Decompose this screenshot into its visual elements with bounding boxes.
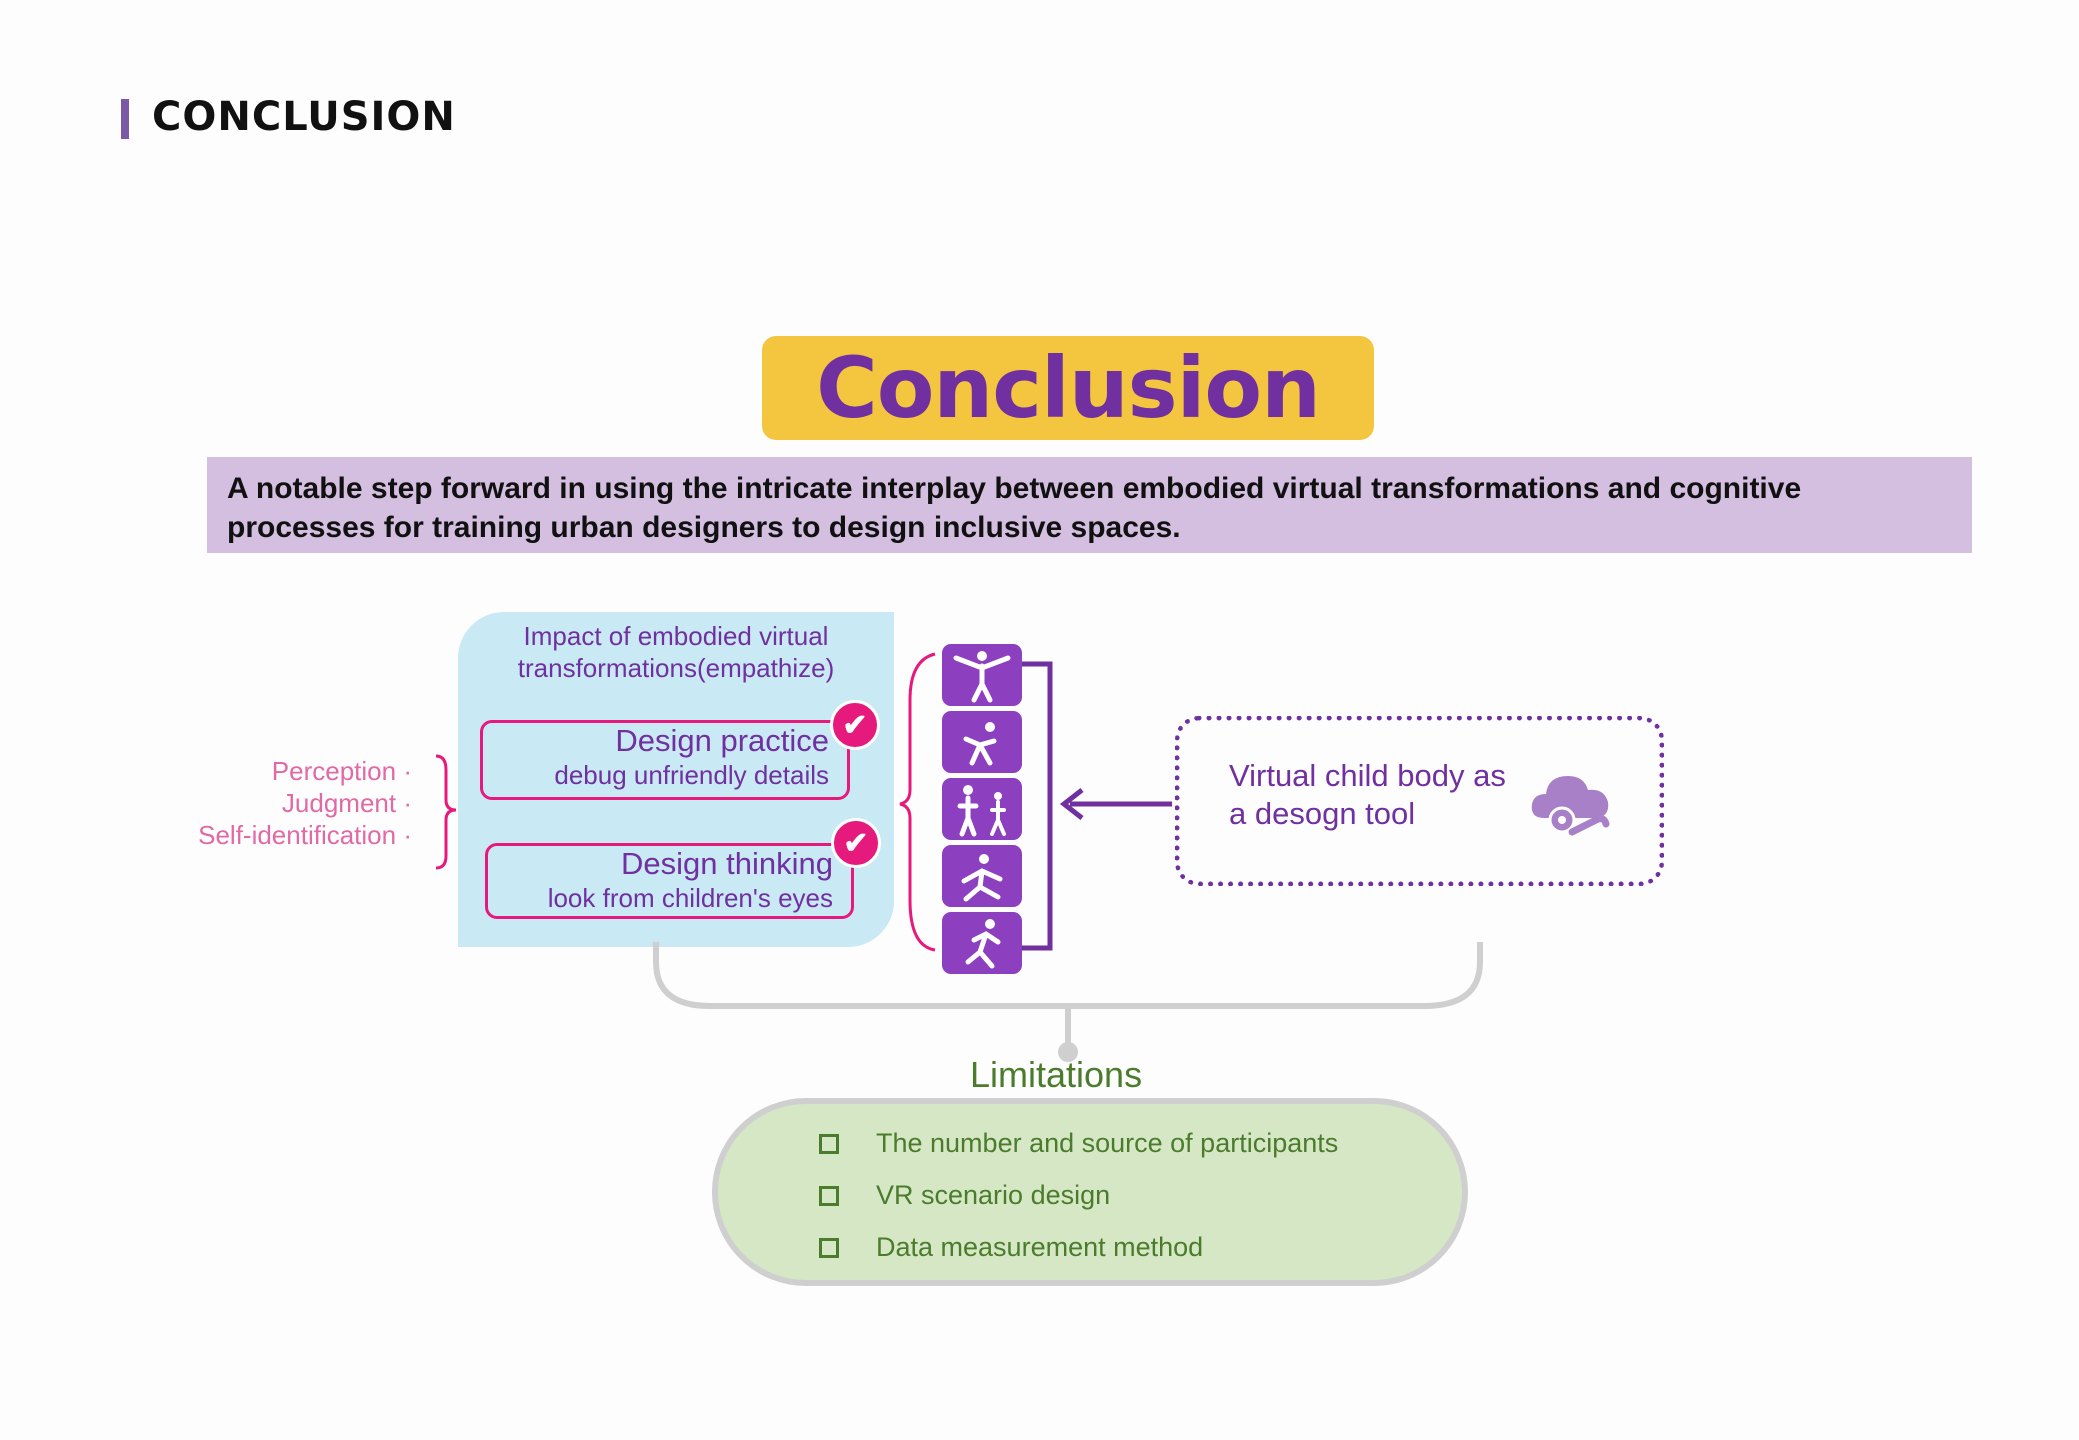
summary-text: A notable step forward in using the intr… bbox=[207, 457, 1972, 553]
checkbox-square-icon bbox=[819, 1238, 839, 1258]
design-practice-box: Design practice debug unfriendly details bbox=[480, 720, 850, 800]
adult-and-child-icon bbox=[942, 778, 1022, 840]
limitation-item: The number and source of participants bbox=[876, 1128, 1339, 1158]
check-icon: ✔ bbox=[830, 700, 880, 750]
child-running-icon bbox=[942, 912, 1022, 974]
bottom-brace bbox=[653, 942, 1483, 1009]
design-thinking-subtitle: look from children's eyes bbox=[547, 883, 833, 913]
arrow-head bbox=[1059, 788, 1084, 820]
impact-title: Impact of embodied virtual transformatio… bbox=[458, 620, 894, 684]
side-label-self-identification: Self-identification · bbox=[198, 820, 412, 850]
virtual-body-line2: a desogn tool bbox=[1229, 796, 1416, 831]
design-practice-subtitle: debug unfriendly details bbox=[554, 760, 829, 790]
child-jumping-icon bbox=[942, 845, 1022, 907]
limitation-item: VR scenario design bbox=[876, 1180, 1111, 1210]
design-thinking-title: Design thinking bbox=[621, 846, 833, 881]
person-arms-out-icon bbox=[942, 644, 1022, 706]
virtual-body-box bbox=[1175, 716, 1664, 886]
side-label-judgment: Judgment · bbox=[281, 788, 412, 818]
page-title: CONCLUSION bbox=[152, 94, 456, 140]
impact-title-line1: Impact of embodied virtual bbox=[523, 621, 829, 651]
banner-title: Conclusion bbox=[816, 339, 1321, 437]
virtual-body-text: Virtual child body as a desogn tool bbox=[1229, 757, 1506, 833]
check-icon: ✔ bbox=[831, 818, 881, 868]
design-practice-title: Design practice bbox=[615, 723, 829, 758]
header-accent-bar bbox=[121, 99, 129, 139]
limitations-title: Limitations bbox=[970, 1054, 1143, 1095]
brace-dot bbox=[1058, 1042, 1078, 1062]
virtual-body-line1: Virtual child body as bbox=[1229, 758, 1506, 793]
figures-brace bbox=[899, 652, 936, 952]
design-thinking-box: Design thinking look from children's eye… bbox=[485, 843, 854, 919]
left-brace bbox=[435, 754, 457, 870]
limitation-item: Data measurement method bbox=[876, 1232, 1204, 1262]
child-stretching-icon bbox=[942, 711, 1022, 773]
conclusion-banner: Conclusion bbox=[762, 336, 1374, 440]
figures-bracket bbox=[1022, 661, 1053, 951]
side-label-perception: Perception · bbox=[271, 756, 412, 786]
checkbox-square-icon bbox=[819, 1134, 839, 1154]
checkbox-square-icon bbox=[819, 1186, 839, 1206]
impact-title-line2: transformations(empathize) bbox=[517, 653, 835, 683]
cloud-gear-tool-icon bbox=[1531, 776, 1610, 836]
